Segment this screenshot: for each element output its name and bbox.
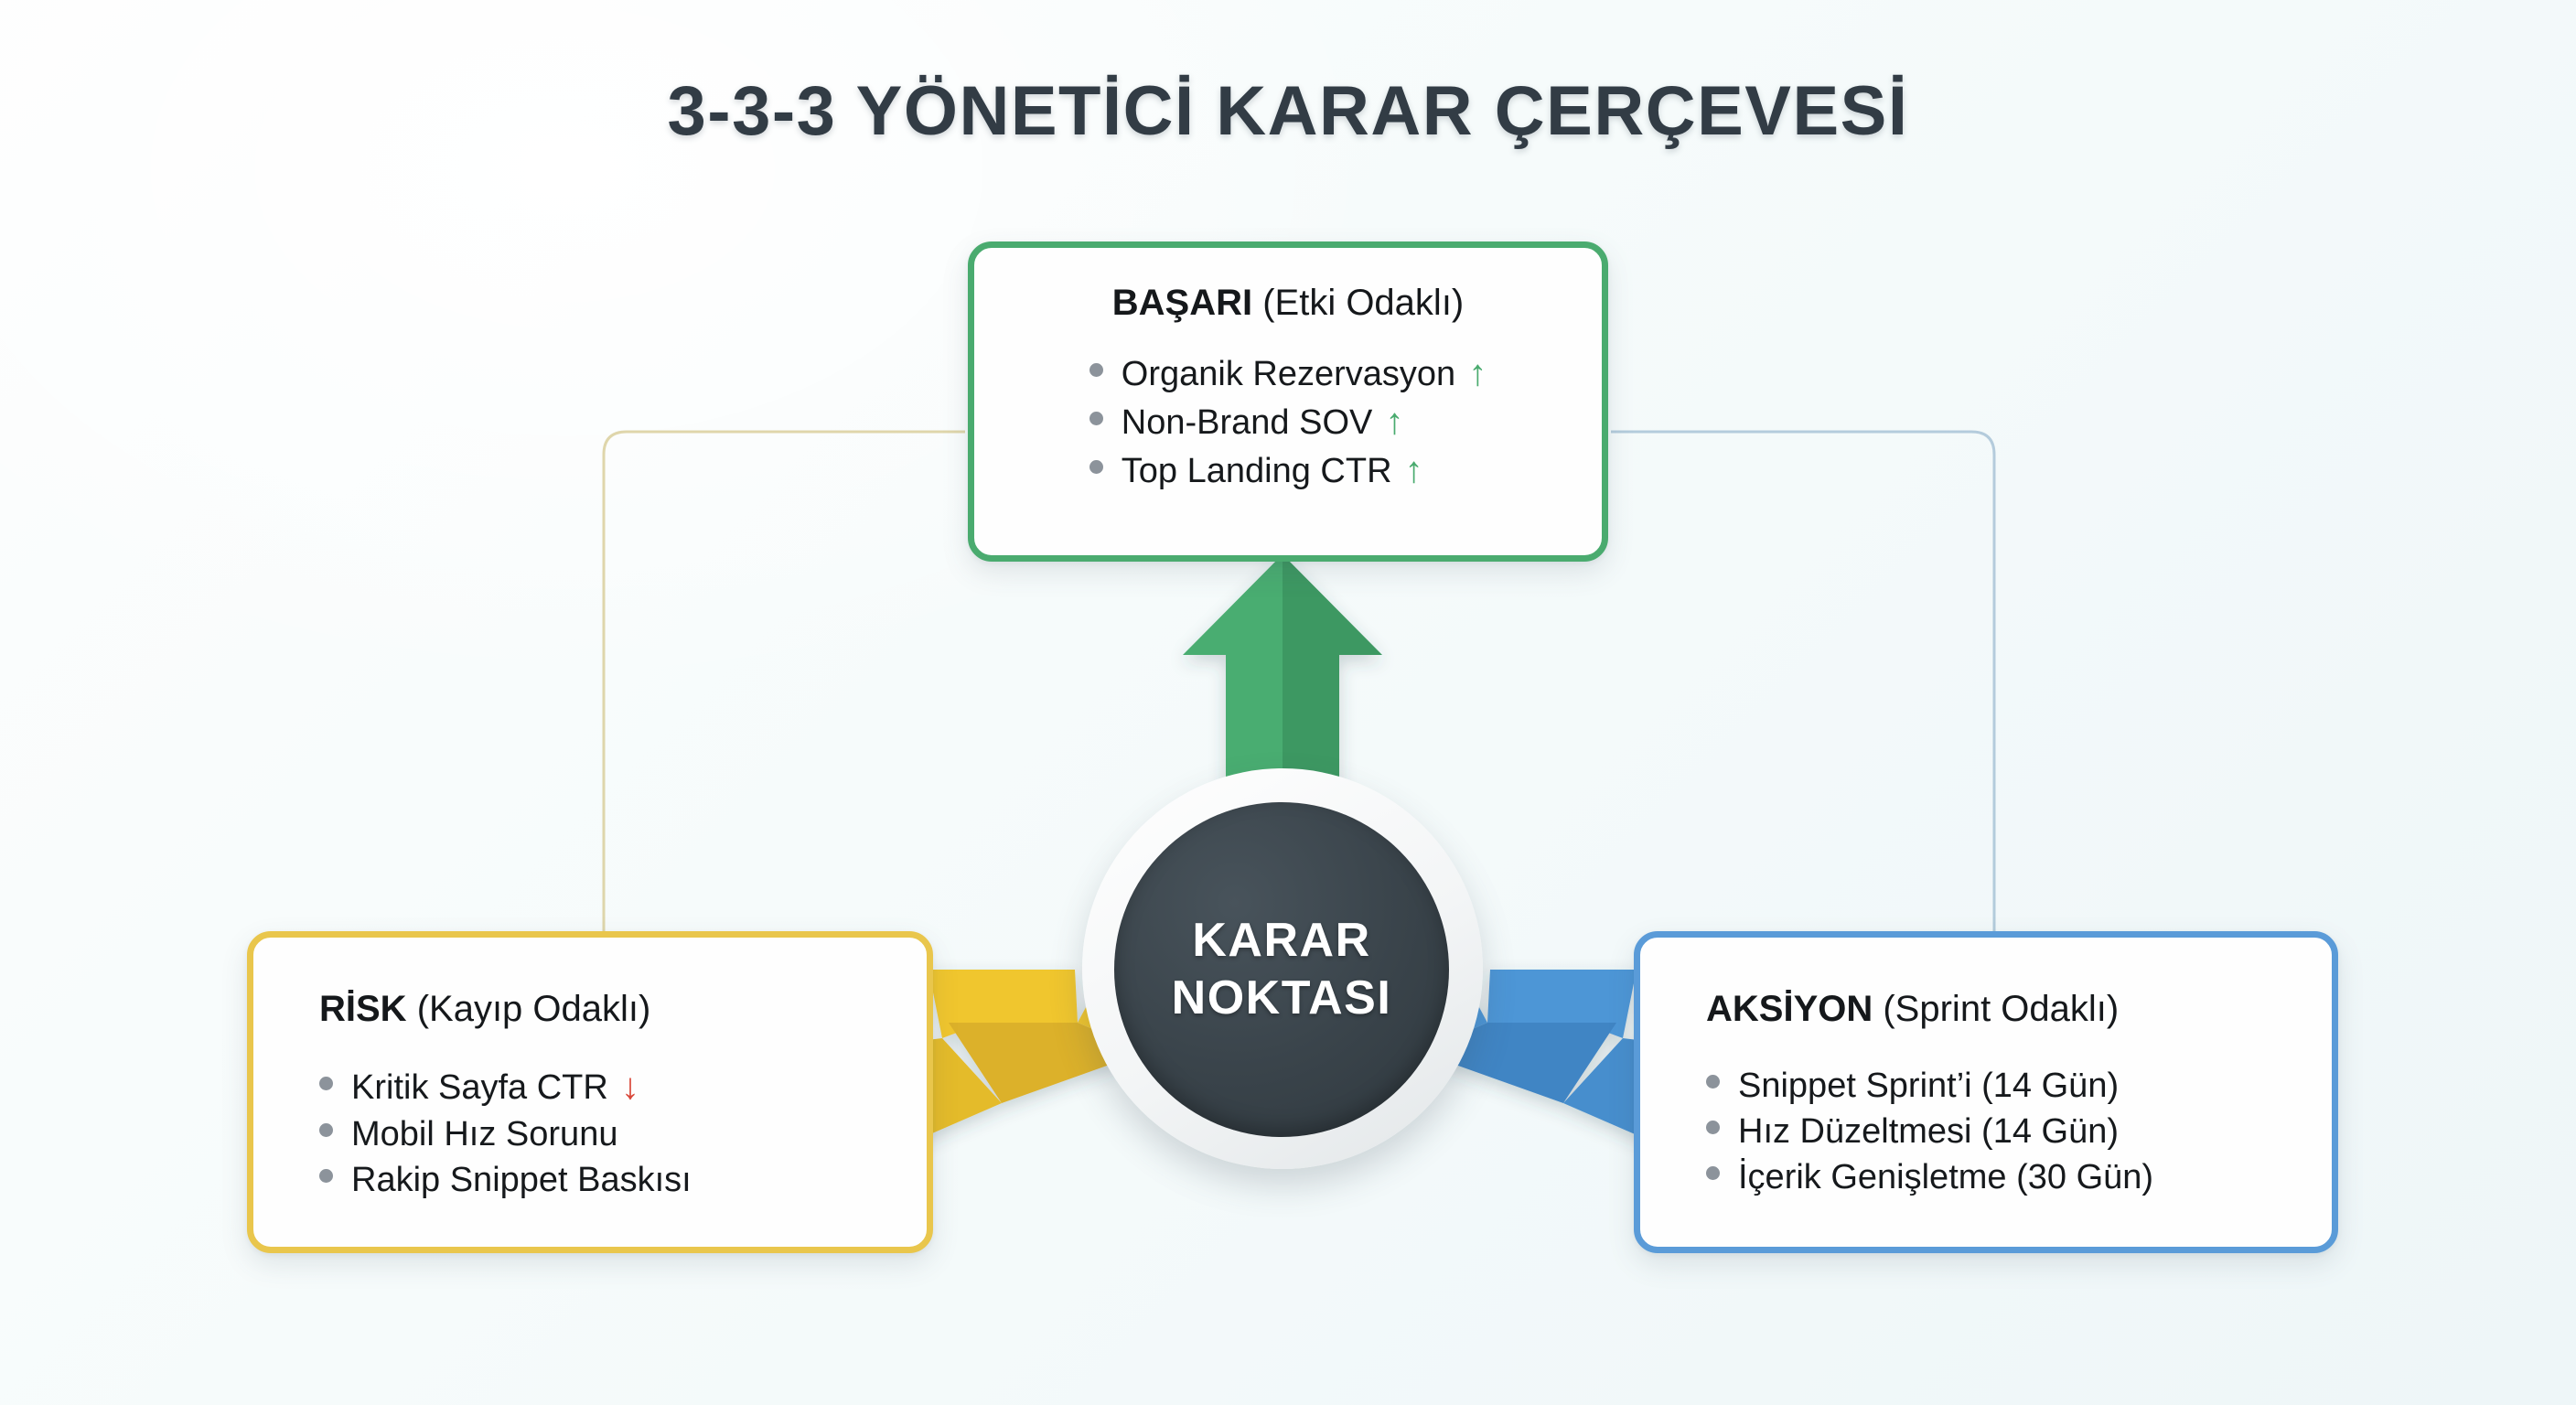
bullet-icon: [1706, 1121, 1720, 1135]
bullet-icon: [1089, 411, 1103, 425]
list-item: Kritik Sayfa CTR ↓: [319, 1063, 927, 1111]
bullet-icon: [319, 1122, 333, 1137]
list-item-label: Kritik Sayfa CTR: [351, 1068, 608, 1107]
list-item: Organik Rezervasyon ↑: [1089, 349, 1487, 398]
list-item: Top Landing CTR ↑: [1089, 446, 1487, 495]
card-success-title-bold: BAŞARI: [1111, 283, 1253, 323]
arrow-up-success-icon: [1183, 554, 1382, 823]
page-title: 3-3-3 YÖNETİCİ KARAR ÇERÇEVESİ: [667, 72, 1909, 150]
list-item: İçerik Genişletme (30 Gün): [1706, 1154, 2332, 1200]
list-item: Rakip Snippet Baskısı: [319, 1157, 927, 1203]
card-success-list: Organik Rezervasyon ↑ Non-Brand SOV ↑ To…: [1089, 349, 1487, 494]
bullet-icon: [319, 1077, 333, 1090]
list-item: Mobil Hız Sorunu: [319, 1111, 927, 1157]
card-risk[interactable]: RİSK (Kayıp Odaklı) Kritik Sayfa CTR ↓ M…: [247, 931, 933, 1253]
card-risk-title-bold: RİSK: [319, 989, 407, 1029]
list-item-label: Top Landing CTR: [1121, 451, 1392, 490]
card-risk-list: Kritik Sayfa CTR ↓ Mobil Hız Sorunu Raki…: [319, 1063, 927, 1203]
card-action[interactable]: AKSİYON (Sprint Odaklı) Snippet Sprint’i…: [1634, 931, 2338, 1253]
bullet-icon: [1706, 1166, 1720, 1181]
list-item-label: Hız Düzeltmesi (14 Gün): [1738, 1112, 2120, 1152]
list-item-label: İçerik Genişletme (30 Gün): [1738, 1158, 2154, 1197]
bullet-icon: [1089, 459, 1103, 474]
card-action-title: AKSİYON (Sprint Odaklı): [1706, 989, 2332, 1030]
bullet-icon: [319, 1168, 333, 1183]
list-item: Hız Düzeltmesi (14 Gün): [1706, 1109, 2332, 1154]
list-item: Non-Brand SOV ↑: [1089, 398, 1487, 446]
trend-up-icon: ↑: [1404, 449, 1423, 490]
list-item-label: Non-Brand SOV: [1121, 402, 1373, 442]
card-action-list: Snippet Sprint’i (14 Gün) Hız Düzeltmesi…: [1706, 1063, 2332, 1200]
list-item-label: Organik Rezervasyon: [1121, 355, 1456, 393]
bullet-icon: [1089, 363, 1103, 377]
card-success-title: BAŞARI (Etki Odaklı): [974, 283, 1602, 324]
card-success[interactable]: BAŞARI (Etki Odaklı) Organik Rezervasyon…: [968, 241, 1608, 562]
card-success-title-light: (Etki Odaklı): [1252, 283, 1465, 323]
list-item-label: Rakip Snippet Baskısı: [351, 1160, 692, 1199]
list-item-label: Snippet Sprint’i (14 Gün): [1738, 1067, 2120, 1105]
list-item-label: Mobil Hız Sorunu: [351, 1114, 618, 1153]
trend-up-icon: ↑: [1468, 353, 1487, 393]
trend-up-icon: ↑: [1385, 401, 1404, 442]
bullet-icon: [1706, 1075, 1720, 1089]
card-action-title-light: (Sprint Odaklı): [1873, 989, 2120, 1029]
hub-decision-point[interactable]: KARAR NOKTASI: [1114, 802, 1449, 1137]
card-risk-title-light: (Kayıp Odaklı): [406, 989, 651, 1029]
hub-label-line1: KARAR: [1192, 913, 1371, 967]
hub-label-line2: NOKTASI: [1171, 971, 1392, 1024]
list-item: Snippet Sprint’i (14 Gün): [1706, 1063, 2332, 1109]
card-risk-title: RİSK (Kayıp Odaklı): [319, 989, 927, 1030]
card-action-title-bold: AKSİYON: [1706, 989, 1873, 1029]
trend-down-icon: ↓: [620, 1067, 639, 1107]
